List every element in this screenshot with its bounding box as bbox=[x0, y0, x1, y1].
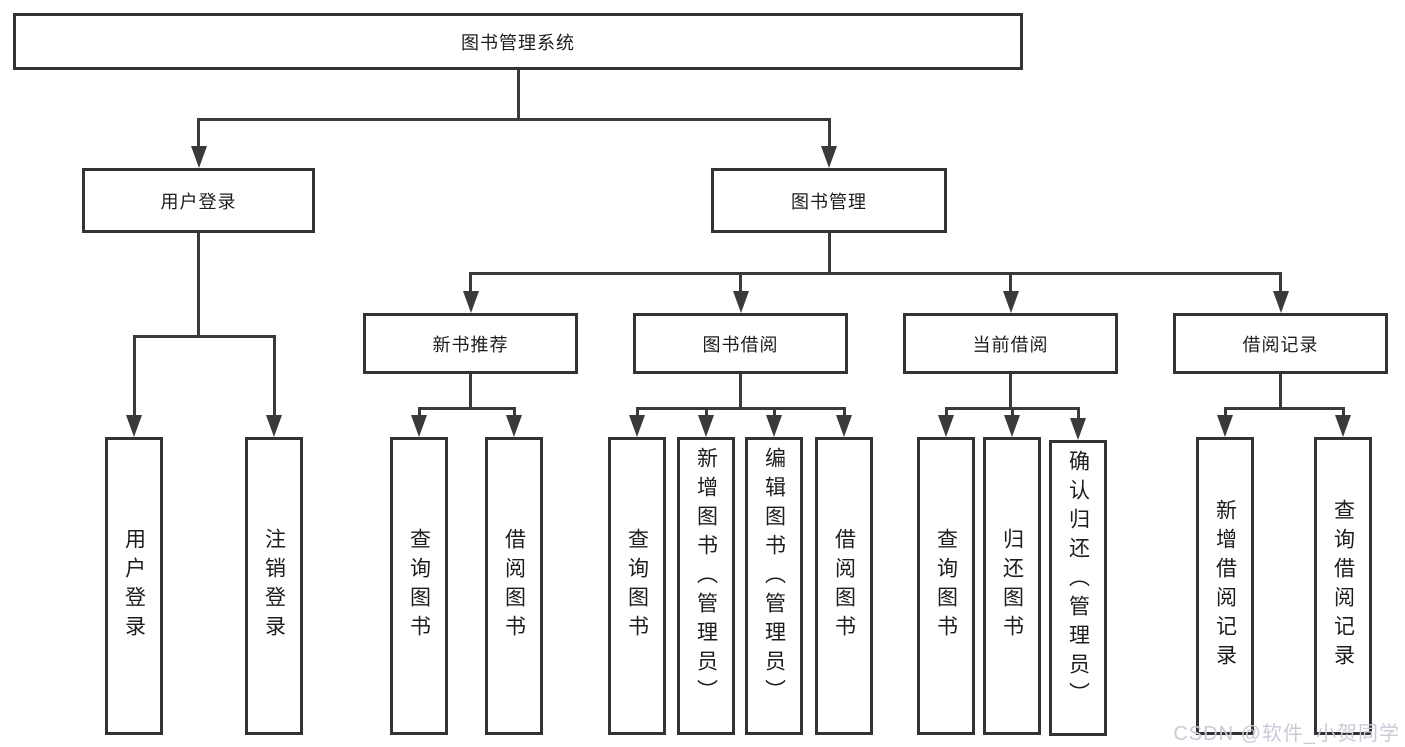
csdn-watermark: CSDN @软件_小贺同学 bbox=[1173, 723, 1400, 745]
node-root: 图书管理系统 bbox=[13, 13, 1023, 70]
arrow-down-icon-bb-query bbox=[629, 415, 645, 437]
connector-rail-book-borrow bbox=[635, 407, 846, 410]
connector-rail-new-book-rec bbox=[417, 407, 516, 410]
node-new-book-rec: 新书推荐 bbox=[363, 313, 578, 374]
connector-drop-br-query bbox=[1341, 407, 1345, 415]
arrow-down-icon-br-query bbox=[1335, 415, 1351, 437]
connector-drop-bb-add bbox=[704, 407, 708, 415]
arrow-down-icon-cb-query bbox=[938, 415, 954, 437]
connector-drop-ul-logout bbox=[272, 335, 276, 415]
connector-drop-new-book-rec bbox=[469, 272, 472, 291]
arrow-down-icon-current-borrow bbox=[1002, 291, 1019, 313]
arrow-down-icon-bb-edit bbox=[766, 415, 782, 437]
connector-stem-book-borrow bbox=[739, 374, 742, 407]
node-bb-query: 查询图书 bbox=[608, 437, 666, 735]
connector-drop-cb-return bbox=[1010, 407, 1014, 415]
node-user-login: 用户登录 bbox=[82, 168, 315, 233]
connector-drop-nb-borrow bbox=[512, 407, 516, 415]
connector-rail-borrow-records bbox=[1223, 407, 1345, 410]
node-ul-login: 用户登录 bbox=[105, 437, 163, 735]
arrow-down-icon-ul-login bbox=[126, 415, 142, 437]
node-bb-borrow: 借阅图书 bbox=[815, 437, 873, 735]
connector-drop-ul-login bbox=[132, 335, 136, 415]
connector-drop-bb-edit bbox=[772, 407, 776, 415]
connector-drop-borrow-records bbox=[1279, 272, 1282, 291]
node-cb-query: 查询图书 bbox=[917, 437, 975, 735]
connector-rail-user-login bbox=[132, 335, 276, 338]
connector-stem-user-login bbox=[197, 233, 200, 335]
connector-stem-root bbox=[516, 70, 520, 118]
node-cb-return: 归还图书 bbox=[983, 437, 1041, 735]
connector-stem-borrow-records bbox=[1279, 374, 1282, 407]
connector-rail-root bbox=[197, 118, 831, 121]
node-book-mgmt: 图书管理 bbox=[711, 168, 947, 233]
arrow-down-icon-new-book-rec bbox=[462, 291, 479, 313]
arrow-down-icon-cb-return bbox=[1004, 415, 1020, 437]
connector-drop-current-borrow bbox=[1009, 272, 1012, 291]
connector-rail-book-mgmt bbox=[469, 272, 1282, 275]
node-br-add: 新增借阅记录 bbox=[1196, 437, 1254, 735]
node-nb-query: 查询图书 bbox=[390, 437, 448, 735]
arrow-down-icon-bb-borrow bbox=[836, 415, 852, 437]
arrow-down-icon-br-add bbox=[1217, 415, 1233, 437]
node-bb-edit: 编辑图书（管理员） bbox=[745, 437, 803, 735]
connector-stem-new-book-rec bbox=[469, 374, 472, 407]
connector-drop-user-login bbox=[197, 118, 200, 146]
arrow-down-icon-user-login bbox=[190, 146, 207, 168]
connector-stem-book-mgmt bbox=[827, 233, 831, 272]
connector-stem-current-borrow bbox=[1009, 374, 1012, 407]
arrow-down-icon-ul-logout bbox=[266, 415, 282, 437]
connector-drop-cb-confirm bbox=[1076, 407, 1080, 418]
arrow-down-icon-cb-confirm bbox=[1070, 418, 1086, 440]
node-cb-confirm: 确认归还（管理员） bbox=[1049, 440, 1107, 736]
node-bb-add: 新增图书（管理员） bbox=[677, 437, 735, 735]
node-borrow-records: 借阅记录 bbox=[1173, 313, 1388, 374]
arrow-down-icon-bb-add bbox=[698, 415, 714, 437]
connector-drop-br-add bbox=[1223, 407, 1227, 415]
connector-drop-bb-query bbox=[635, 407, 639, 415]
arrow-down-icon-book-mgmt bbox=[821, 146, 837, 168]
connector-drop-cb-query bbox=[944, 407, 948, 415]
node-br-query: 查询借阅记录 bbox=[1314, 437, 1372, 735]
node-nb-borrow: 借阅图书 bbox=[485, 437, 543, 735]
arrow-down-icon-borrow-records bbox=[1272, 291, 1289, 313]
node-book-borrow: 图书借阅 bbox=[633, 313, 848, 374]
connector-drop-book-mgmt bbox=[827, 118, 831, 146]
node-ul-logout: 注销登录 bbox=[245, 437, 303, 735]
node-current-borrow: 当前借阅 bbox=[903, 313, 1118, 374]
connector-drop-bb-borrow bbox=[842, 407, 846, 415]
connector-drop-nb-query bbox=[417, 407, 421, 415]
arrow-down-icon-nb-borrow bbox=[506, 415, 522, 437]
arrow-down-icon-book-borrow bbox=[732, 291, 749, 313]
arrow-down-icon-nb-query bbox=[411, 415, 427, 437]
connector-drop-book-borrow bbox=[739, 272, 742, 291]
